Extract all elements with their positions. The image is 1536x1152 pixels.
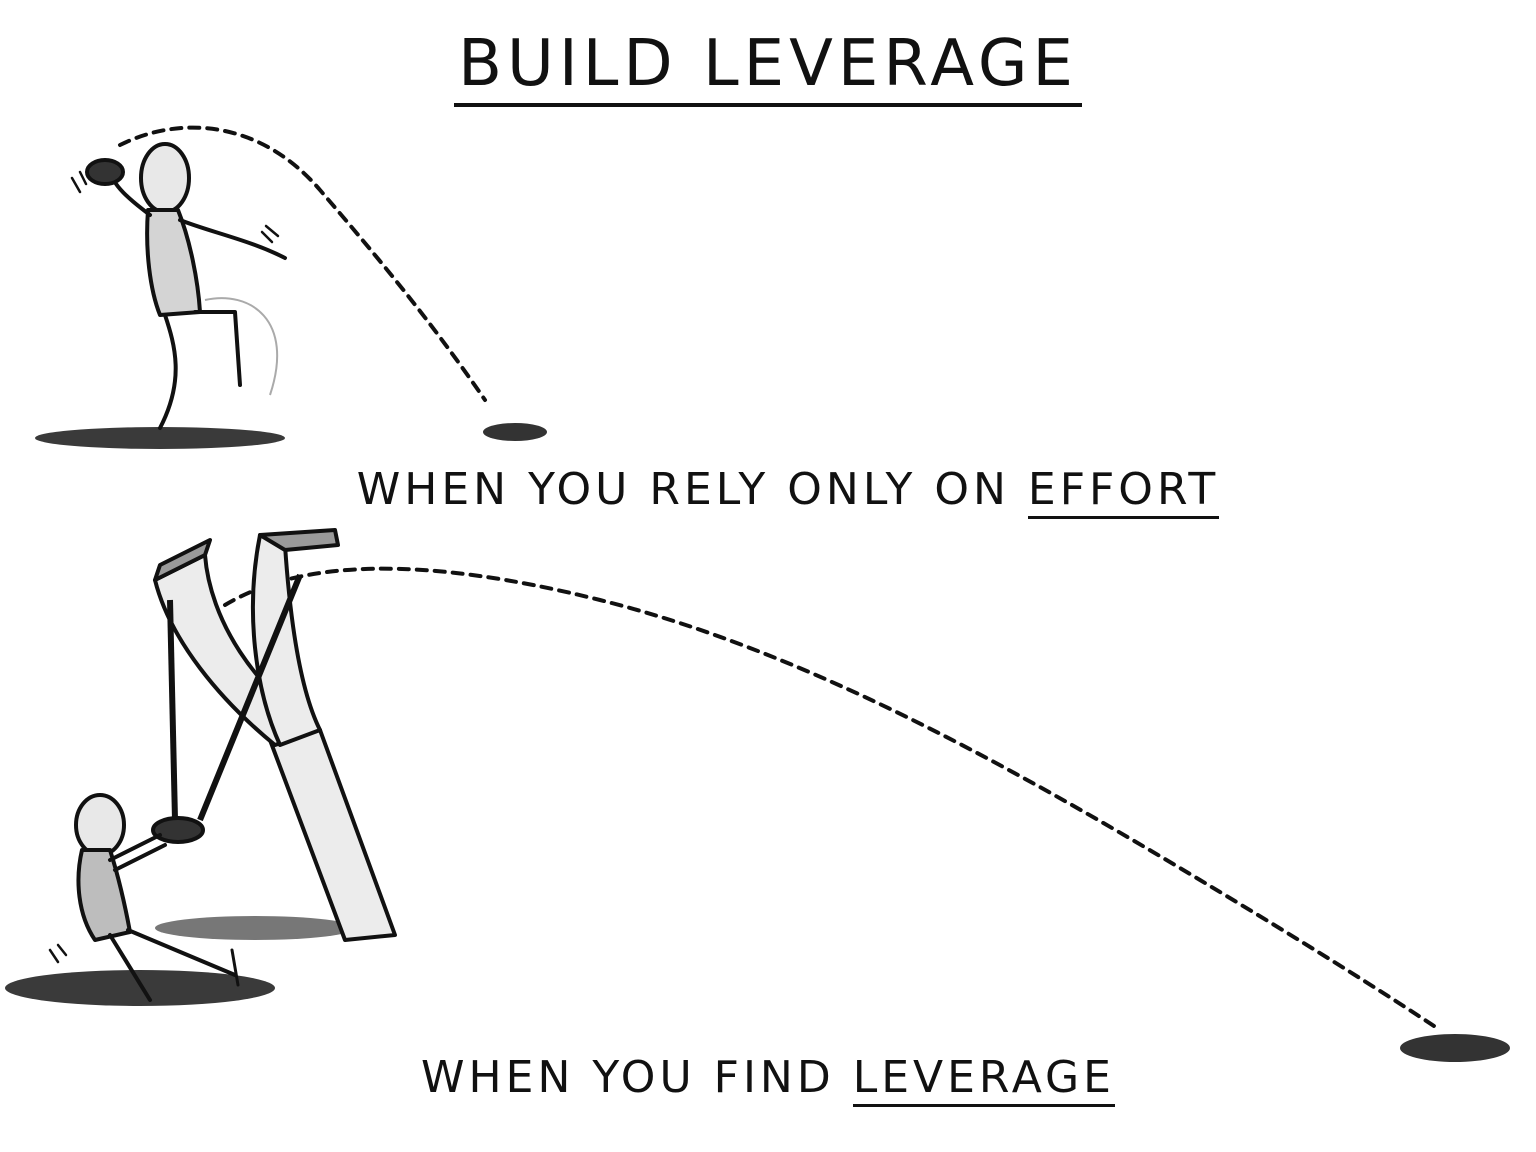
leverage-caption-prefix: WHEN YOU FIND <box>421 1052 853 1103</box>
effort-scene <box>35 125 547 449</box>
effort-caption-emphasis: EFFORT <box>1027 464 1220 519</box>
leverage-caption-emphasis: LEVERAGE <box>852 1052 1115 1107</box>
leverage-caption: WHEN YOU FIND LEVERAGE <box>0 1050 1536 1107</box>
projectile-trajectory-long <box>223 566 1442 1032</box>
ground-shadow-thrower <box>35 427 285 449</box>
thrower-figure <box>70 142 287 430</box>
ground-shadow-slinger <box>5 970 275 1006</box>
slingshot <box>151 528 397 942</box>
landed-rock <box>483 423 547 441</box>
leg-swing-arc <box>204 297 279 396</box>
effort-caption-prefix: WHEN YOU RELY ONLY ON <box>356 464 1028 515</box>
landed-projectile <box>1400 1034 1510 1062</box>
effort-caption: WHEN YOU RELY ONLY ON EFFORT <box>20 462 1536 519</box>
page-title-text: BUILD LEVERAGE <box>454 27 1082 107</box>
leverage-scene <box>5 528 1510 1062</box>
rock-trajectory-short <box>118 125 487 402</box>
slinger-figure <box>48 793 240 1002</box>
page-title: BUILD LEVERAGE <box>0 27 1536 107</box>
slingshot-shadow <box>155 916 355 940</box>
